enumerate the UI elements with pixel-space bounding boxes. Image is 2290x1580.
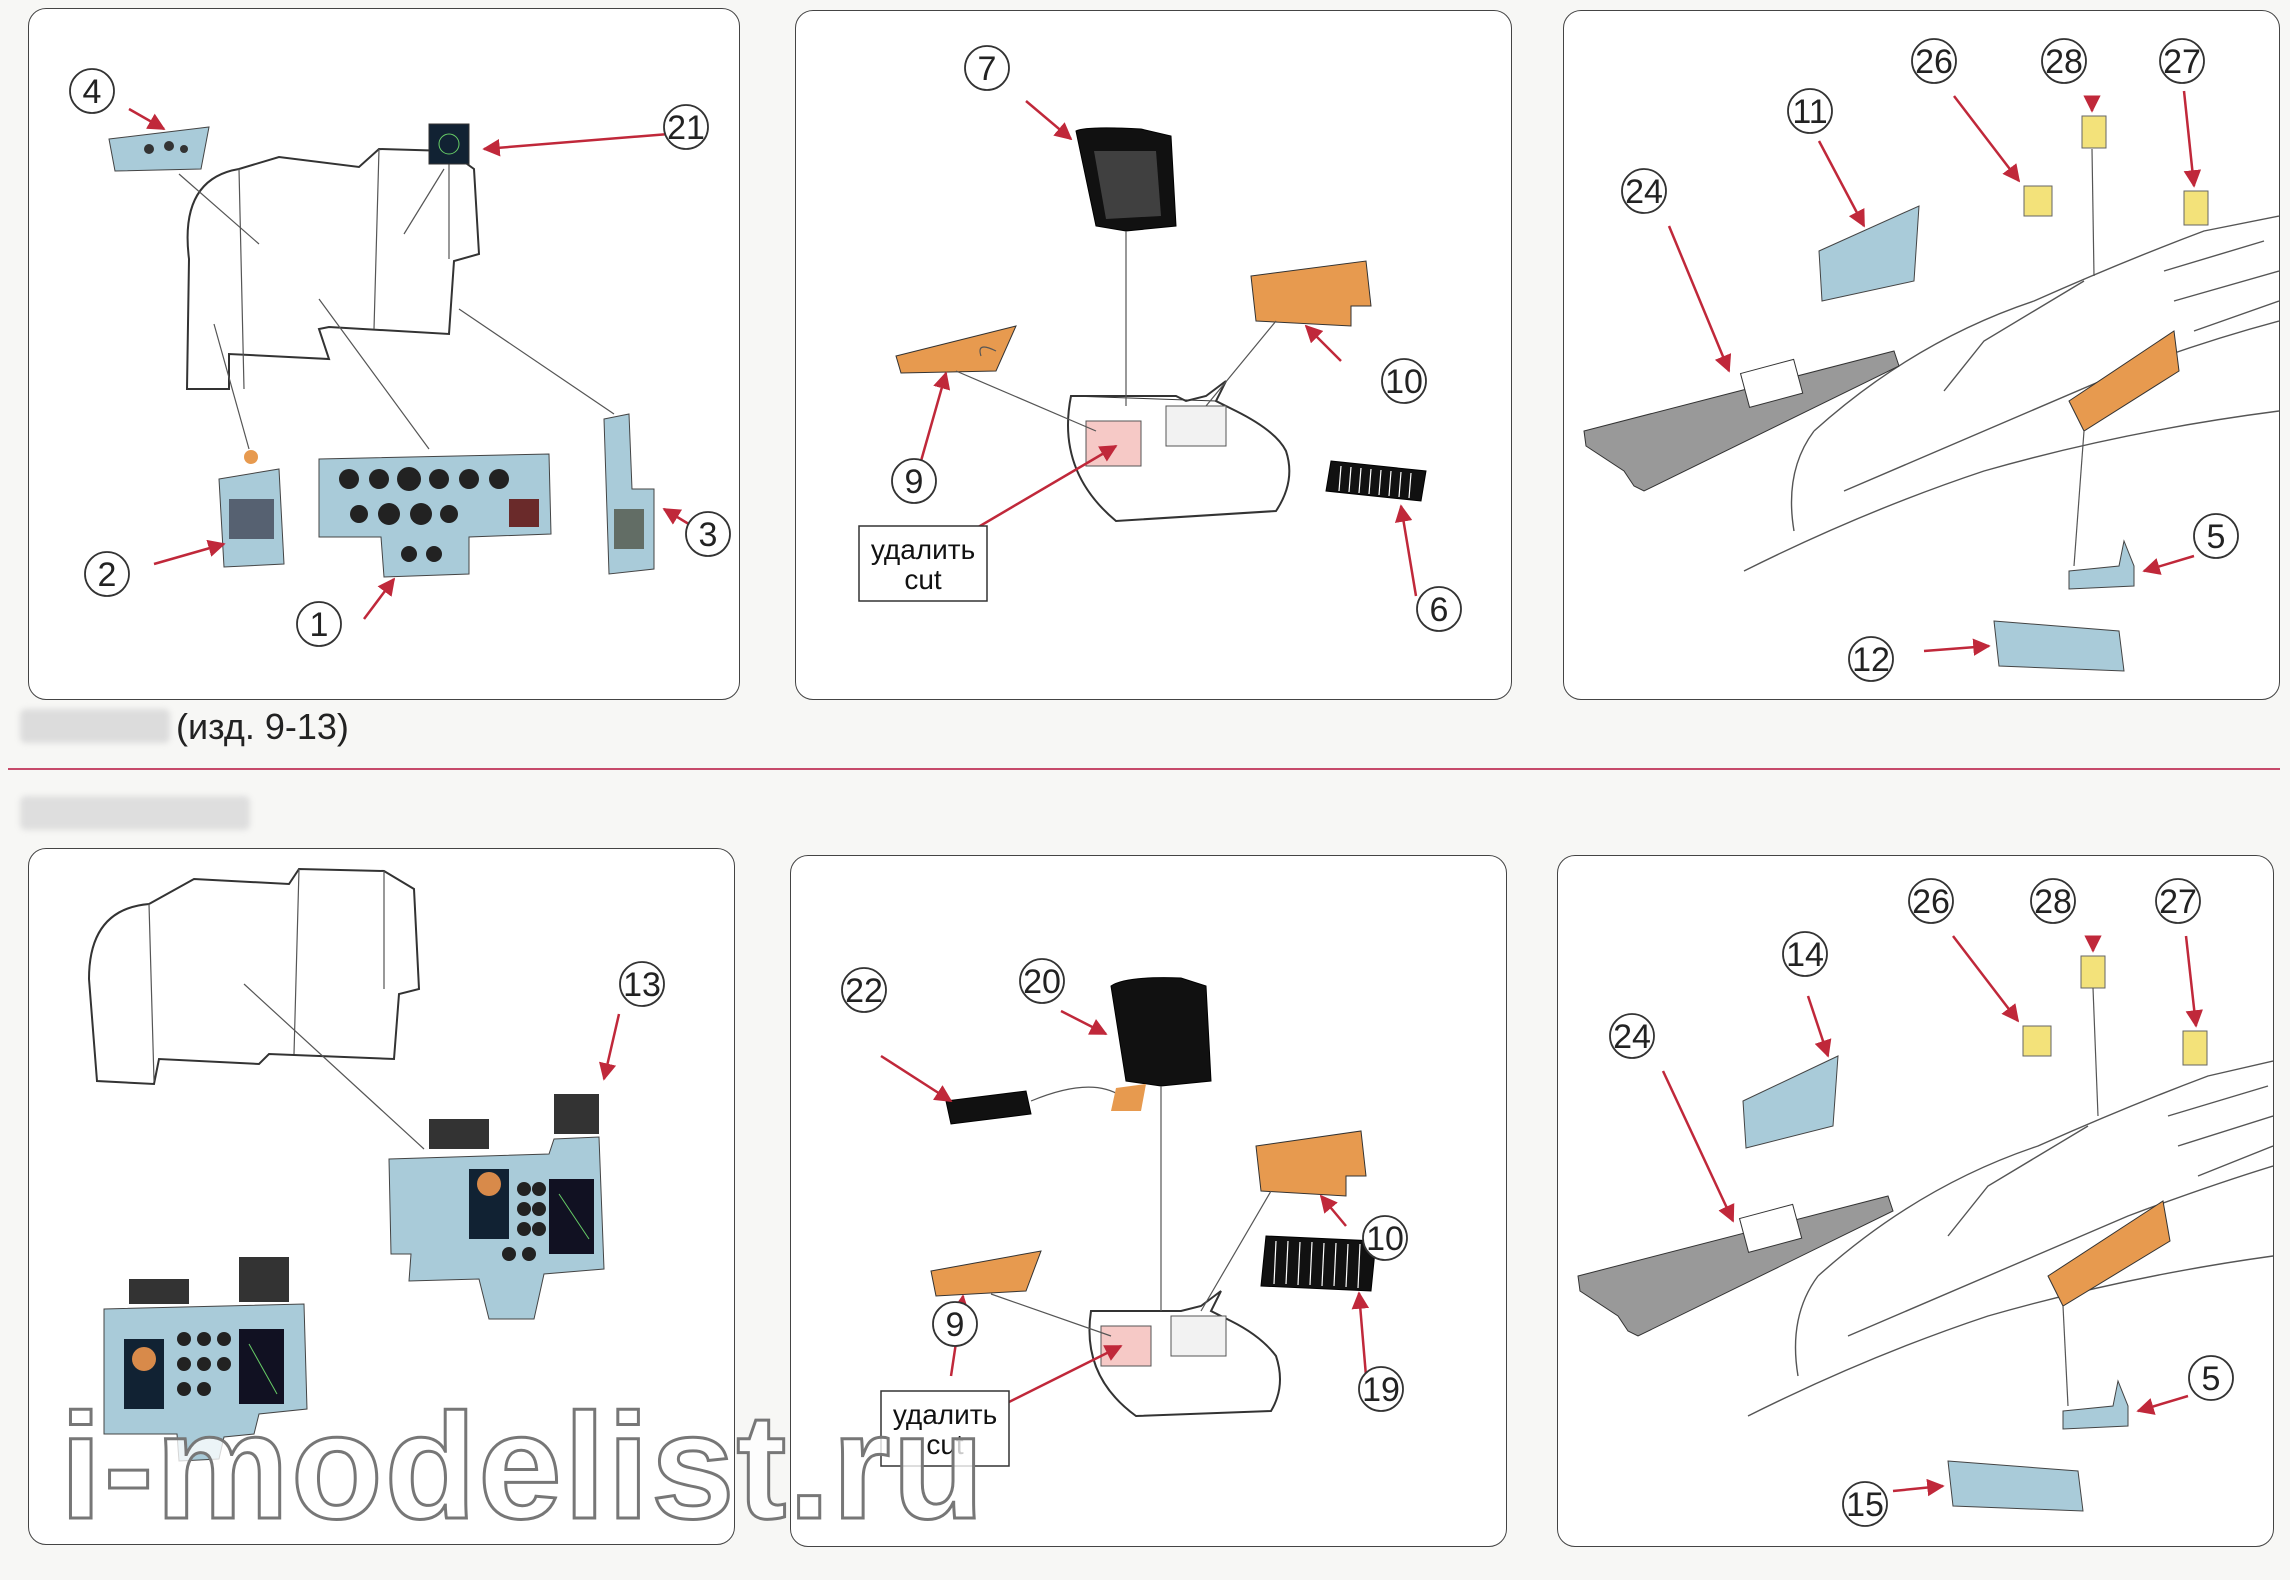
cut-label-box xyxy=(880,1390,1010,1467)
panel-row2-seat: удалить cut 22 20 9 10 19 xyxy=(790,855,1507,1547)
callout-24: 24 xyxy=(1613,1018,1651,1056)
callout-11: 11 xyxy=(1792,93,1827,131)
seat-base xyxy=(1067,380,1291,523)
callout-21: 21 xyxy=(667,109,705,147)
diagram-row1-seat: удалить cut 7 9 10 6 xyxy=(858,45,1462,632)
callout-26: 26 xyxy=(1912,883,1950,921)
callout-5: 5 xyxy=(2202,1360,2221,1398)
callout-14: 14 xyxy=(1786,936,1824,974)
diagram-row1-fuselage: 11 24 26 28 27 5 12 xyxy=(1583,38,2279,682)
cockpit-tub xyxy=(185,147,481,390)
cut-label-ru: удалить xyxy=(871,534,975,565)
variant-caption-text: (изд. 9-13) xyxy=(176,706,349,747)
part-10-cushion xyxy=(1255,1130,1367,1197)
panel-row2-fuselage: 14 24 26 28 27 5 15 xyxy=(1557,855,2274,1547)
diagram-row1-cockpit: 4 21 2 1 3 xyxy=(69,68,731,647)
callout-24: 24 xyxy=(1625,173,1663,211)
part-12-panel xyxy=(1993,620,2125,672)
part-24-etch-frame xyxy=(1577,1195,1894,1337)
callout-5: 5 xyxy=(2207,518,2226,556)
part-9-cushion xyxy=(930,1250,1042,1297)
part-26-decal xyxy=(2023,185,2053,217)
callout-6: 6 xyxy=(1430,591,1449,629)
callout-10: 10 xyxy=(1385,363,1423,401)
cut-label-box xyxy=(858,525,988,602)
part-10-cushion xyxy=(1250,260,1372,327)
part-5-small-panel xyxy=(2062,1379,2129,1430)
cockpit-tub xyxy=(87,867,421,1086)
cut-label-ru: удалить xyxy=(893,1399,997,1430)
callout-22: 22 xyxy=(845,972,883,1010)
part-7-headrest xyxy=(1075,127,1177,232)
callout-1: 1 xyxy=(310,606,329,644)
part-14-panel xyxy=(1742,1055,1839,1149)
part-24-etch-frame xyxy=(1583,350,1900,492)
callout-27: 27 xyxy=(2159,883,2197,921)
callout-28: 28 xyxy=(2034,883,2072,921)
diagram-row2-seat: удалить cut 22 20 9 10 19 xyxy=(841,958,1408,1467)
diagram-row2-fuselage: 14 24 26 28 27 5 15 xyxy=(1577,878,2273,1527)
callout-15: 15 xyxy=(1846,1486,1884,1524)
callout-19: 19 xyxy=(1362,1371,1400,1409)
panel-row1-cockpit-panels: 4 21 2 1 3 xyxy=(28,8,740,700)
part-28-decal xyxy=(2081,115,2107,149)
part-11-panel xyxy=(1818,205,1920,302)
part-20-headrest xyxy=(1110,977,1212,1087)
callout-28: 28 xyxy=(2045,43,2083,81)
panel-row1-fuselage: 11 24 26 28 27 5 12 xyxy=(1563,10,2280,700)
blurred-model-name xyxy=(20,709,170,743)
callout-9: 9 xyxy=(946,1306,965,1344)
part-3-side-panel xyxy=(603,413,655,575)
callout-9: 9 xyxy=(905,463,924,501)
part-26-decal xyxy=(2022,1025,2052,1057)
part-27-decal xyxy=(2182,1030,2208,1066)
part-28-decal xyxy=(2080,955,2106,989)
watermark: i-modelist.ru xyxy=(58,1381,987,1552)
callout-26: 26 xyxy=(1915,43,1953,81)
orange-insert xyxy=(2047,1200,2171,1307)
part-15-panel xyxy=(1947,1460,2084,1512)
callout-2: 2 xyxy=(98,556,117,594)
diagram-row2-cockpit: 13 xyxy=(87,867,665,1462)
callout-20: 20 xyxy=(1023,963,1061,1001)
panel-row1-seat: удалить cut 7 9 10 6 xyxy=(795,10,1512,700)
cut-label-en: cut xyxy=(926,1429,964,1460)
blurred-variant-title xyxy=(20,796,250,830)
variant-caption: (изд. 9-13) xyxy=(20,706,349,748)
row-separator xyxy=(8,768,2280,770)
callout-13: 13 xyxy=(623,966,661,1004)
part-4-panel xyxy=(108,126,210,172)
part-22-etch xyxy=(945,1090,1032,1125)
orange-insert xyxy=(2068,330,2180,432)
cut-label-en: cut xyxy=(904,564,942,595)
panel-row2-cockpit-panels: 13 xyxy=(28,848,735,1545)
callout-7: 7 xyxy=(978,50,997,88)
callout-27: 27 xyxy=(2163,43,2201,81)
callout-3: 3 xyxy=(699,516,718,554)
callout-10: 10 xyxy=(1366,1220,1404,1258)
part-9-cushion xyxy=(895,325,1017,374)
part-21-display xyxy=(428,123,470,165)
part-5-small-panel xyxy=(2068,539,2135,590)
callout-12: 12 xyxy=(1852,641,1890,679)
callout-4: 4 xyxy=(83,73,102,111)
part-27-decal xyxy=(2183,190,2209,226)
